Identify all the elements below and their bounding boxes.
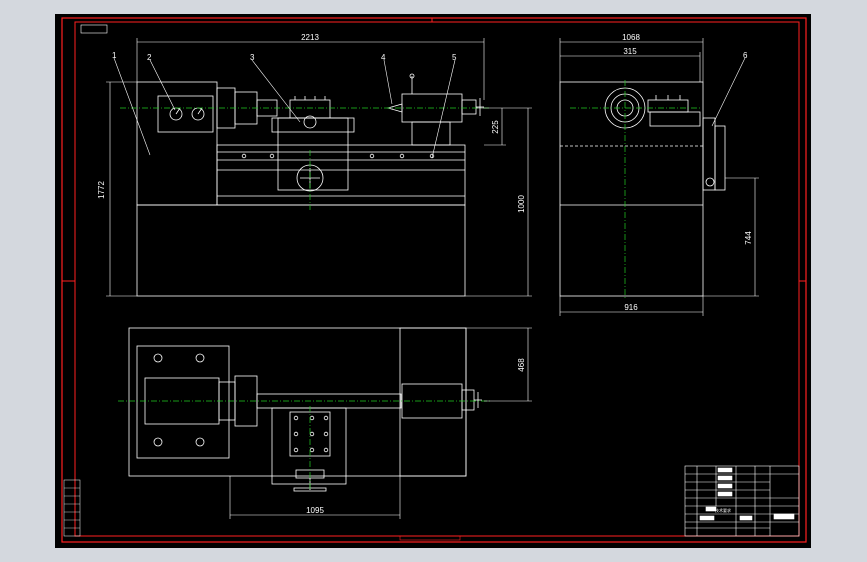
control-panel — [157, 95, 214, 133]
title-block — [684, 465, 800, 537]
top-headstock — [136, 345, 230, 459]
leader-lines — [113, 57, 746, 159]
dim-top-depth: 468 — [517, 358, 526, 372]
front-dimensions — [106, 38, 532, 297]
side-dimensions — [559, 38, 759, 316]
top-centerlines — [118, 400, 490, 490]
side-centerlines — [570, 80, 700, 300]
part-number-1: 1 — [112, 51, 117, 60]
dim-top-width: 1095 — [306, 506, 324, 515]
top-carriage — [271, 407, 347, 485]
front-headstock — [136, 81, 218, 206]
part-number-4: 4 — [381, 53, 386, 62]
center-marker — [399, 535, 461, 541]
dim-front-width: 2213 — [301, 33, 319, 42]
dim-side-bottom: 916 — [624, 303, 638, 312]
part-number-6: 6 — [743, 51, 748, 60]
part-number-2: 2 — [147, 53, 152, 62]
dim-table-height: 1000 — [517, 195, 526, 213]
revision-column — [63, 479, 81, 537]
dim-side-height: 744 — [744, 231, 753, 245]
title-block-label: 技术要求 — [715, 507, 731, 513]
dim-side-top: 1068 — [622, 33, 640, 42]
dim-front-height: 1772 — [97, 181, 106, 199]
outer-border — [61, 17, 807, 543]
part-number-3: 3 — [250, 53, 255, 62]
front-bed — [216, 144, 466, 206]
drawing-sheet — [55, 14, 811, 548]
dim-side-inner: 315 — [623, 47, 637, 56]
dim-spindle-offset: 225 — [491, 120, 500, 134]
top-dimensions — [229, 327, 532, 519]
part-number-5: 5 — [452, 53, 457, 62]
drawing-tag — [80, 24, 108, 34]
front-centerlines — [120, 107, 490, 210]
